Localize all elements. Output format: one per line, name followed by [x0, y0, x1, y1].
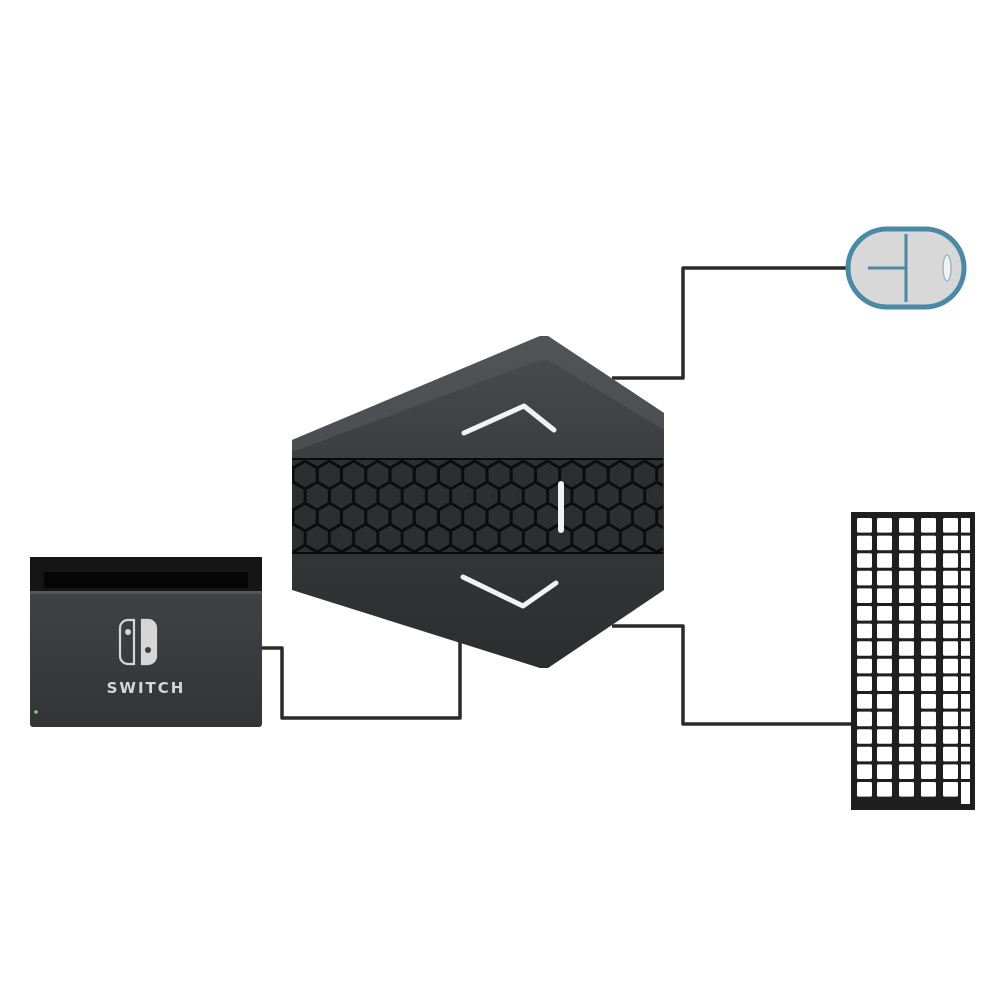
chevron-down-icon — [460, 574, 559, 609]
keyboard-key — [899, 658, 914, 674]
keyboard-key — [943, 694, 958, 709]
switch-dock-icon: SWITCH — [30, 557, 262, 727]
keyboard-key — [921, 553, 936, 568]
keyboard-key — [899, 553, 914, 568]
keyboard-key — [857, 518, 872, 533]
keyboard-key — [921, 711, 936, 727]
keyboard-key — [857, 658, 872, 674]
keyboard-key — [857, 623, 872, 639]
keyboard-key — [877, 588, 892, 603]
keyboard-key — [877, 676, 892, 691]
keyboard-icon — [851, 512, 975, 810]
keyboard-key — [899, 623, 914, 639]
keyboard-key — [943, 782, 958, 797]
keyboard-key — [943, 641, 958, 656]
keyboard-key — [943, 711, 958, 727]
cable-mouse — [612, 266, 850, 380]
adapter-icon — [292, 336, 664, 668]
keyboard-key — [857, 694, 872, 709]
keyboard-key — [857, 764, 872, 779]
keyboard-key — [943, 553, 958, 568]
keyboard-key — [857, 782, 872, 797]
keyboard-key — [899, 588, 914, 603]
keyboard-key — [943, 518, 958, 533]
keyboard-key — [921, 764, 936, 779]
keyboard-key — [943, 746, 958, 762]
keyboard-key — [877, 658, 892, 674]
keyboard-key — [877, 641, 892, 656]
keyboard-key — [921, 606, 936, 621]
keyboard-key — [877, 623, 892, 639]
keyboard-key — [921, 535, 936, 551]
keyboard-edge-keys — [961, 518, 970, 804]
keyboard-key — [921, 658, 936, 674]
keyboard-key — [921, 623, 936, 639]
keyboard-key — [857, 553, 872, 568]
keyboard-key — [921, 746, 936, 762]
keyboard-key — [943, 588, 958, 603]
keyboard-key — [877, 764, 892, 779]
dock-label: SWITCH — [107, 679, 186, 697]
keyboard-key — [857, 606, 872, 621]
keyboard-key — [943, 764, 958, 779]
keyboard-key — [943, 606, 958, 621]
mouse-icon — [845, 226, 967, 310]
keyboard-key — [877, 694, 892, 709]
keyboard-key — [857, 588, 872, 603]
keyboard-key — [943, 729, 958, 744]
keyboard-key — [899, 676, 914, 691]
keyboard-key — [857, 746, 872, 762]
keyboard-key — [921, 588, 936, 603]
keyboard-key — [921, 641, 936, 656]
keyboard-key — [943, 535, 958, 551]
keyboard-key — [857, 676, 872, 691]
keyboard-key — [877, 606, 892, 621]
keyboard-key — [943, 623, 958, 639]
keyboard-key — [943, 570, 958, 586]
switch-logo-icon — [118, 618, 158, 666]
cable-dock — [262, 640, 462, 720]
cable-keyboard — [612, 624, 855, 726]
keyboard-key — [943, 676, 958, 691]
keyboard-key — [857, 641, 872, 656]
keyboard-key — [899, 694, 914, 727]
keyboard-key — [899, 518, 914, 533]
keyboard-key — [899, 782, 914, 797]
keyboard-key — [899, 570, 914, 586]
keyboard-key — [943, 658, 958, 674]
keyboard-key — [899, 606, 914, 621]
keyboard-key — [877, 711, 892, 727]
keyboard-key — [857, 535, 872, 551]
keyboard-key — [899, 641, 914, 656]
keyboard-key — [877, 746, 892, 762]
keyboard-key — [921, 676, 936, 691]
keyboard-key — [877, 570, 892, 586]
cables — [262, 266, 855, 726]
keyboard-key — [921, 729, 936, 744]
keyboard-key — [877, 729, 892, 744]
keyboard-key — [899, 764, 914, 779]
keyboard-key — [877, 535, 892, 551]
keyboard-key — [899, 535, 914, 551]
keyboard-key — [899, 746, 914, 762]
keyboard-key — [921, 782, 936, 797]
keyboard-key — [877, 518, 892, 533]
keyboard-key — [921, 518, 936, 533]
keyboard-key — [877, 782, 892, 797]
keyboard-key — [921, 694, 936, 709]
keyboard-key — [857, 570, 872, 586]
keyboard-key — [857, 711, 872, 727]
keyboard-key — [921, 570, 936, 586]
chevron-up-icon — [461, 403, 557, 436]
keyboard-key — [857, 729, 872, 744]
keyboard-key — [877, 553, 892, 568]
keyboard-key — [899, 729, 914, 744]
